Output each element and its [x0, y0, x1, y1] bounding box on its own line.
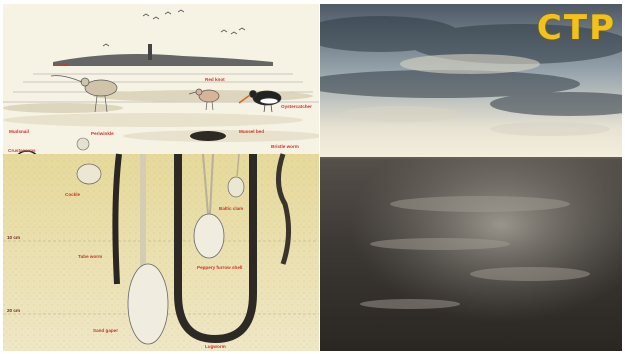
depth-label-10cm: 10 cm — [7, 236, 20, 241]
ctp-logo: CTP — [537, 8, 616, 48]
label-red-knot: Red knot — [205, 78, 225, 83]
illustration-drawing — [3, 4, 319, 351]
mudflat-illustration: Curlew Red knot Oystercatcher Mussel bed… — [3, 4, 319, 351]
label-curlew: Curlew — [53, 63, 68, 68]
label-oystercatcher: Oystercatcher — [281, 105, 312, 110]
label-mussel-bed: Mussel bed — [239, 130, 264, 135]
label-baltic-clam: Baltic clam — [219, 207, 243, 212]
label-cockle: Cockle — [65, 193, 80, 198]
label-bristle-worm: Bristle worm — [271, 145, 299, 150]
label-periwinkle: Periwinkle — [91, 132, 114, 137]
label-peppery-furrow-shell: Peppery furrow shell — [197, 266, 242, 271]
tidal-flat-photo: CTP — [320, 4, 622, 351]
label-mudsnail: Mudsnail — [9, 130, 29, 135]
label-tube-worm: Tube worm — [78, 255, 102, 260]
label-crustaceans: Crustaceans — [8, 149, 36, 154]
label-sand-gaper: Sand gaper — [93, 329, 118, 334]
photo-scene — [320, 4, 622, 351]
label-lugworm: Lugworm — [205, 345, 226, 350]
depth-label-20cm: 20 cm — [7, 309, 20, 314]
